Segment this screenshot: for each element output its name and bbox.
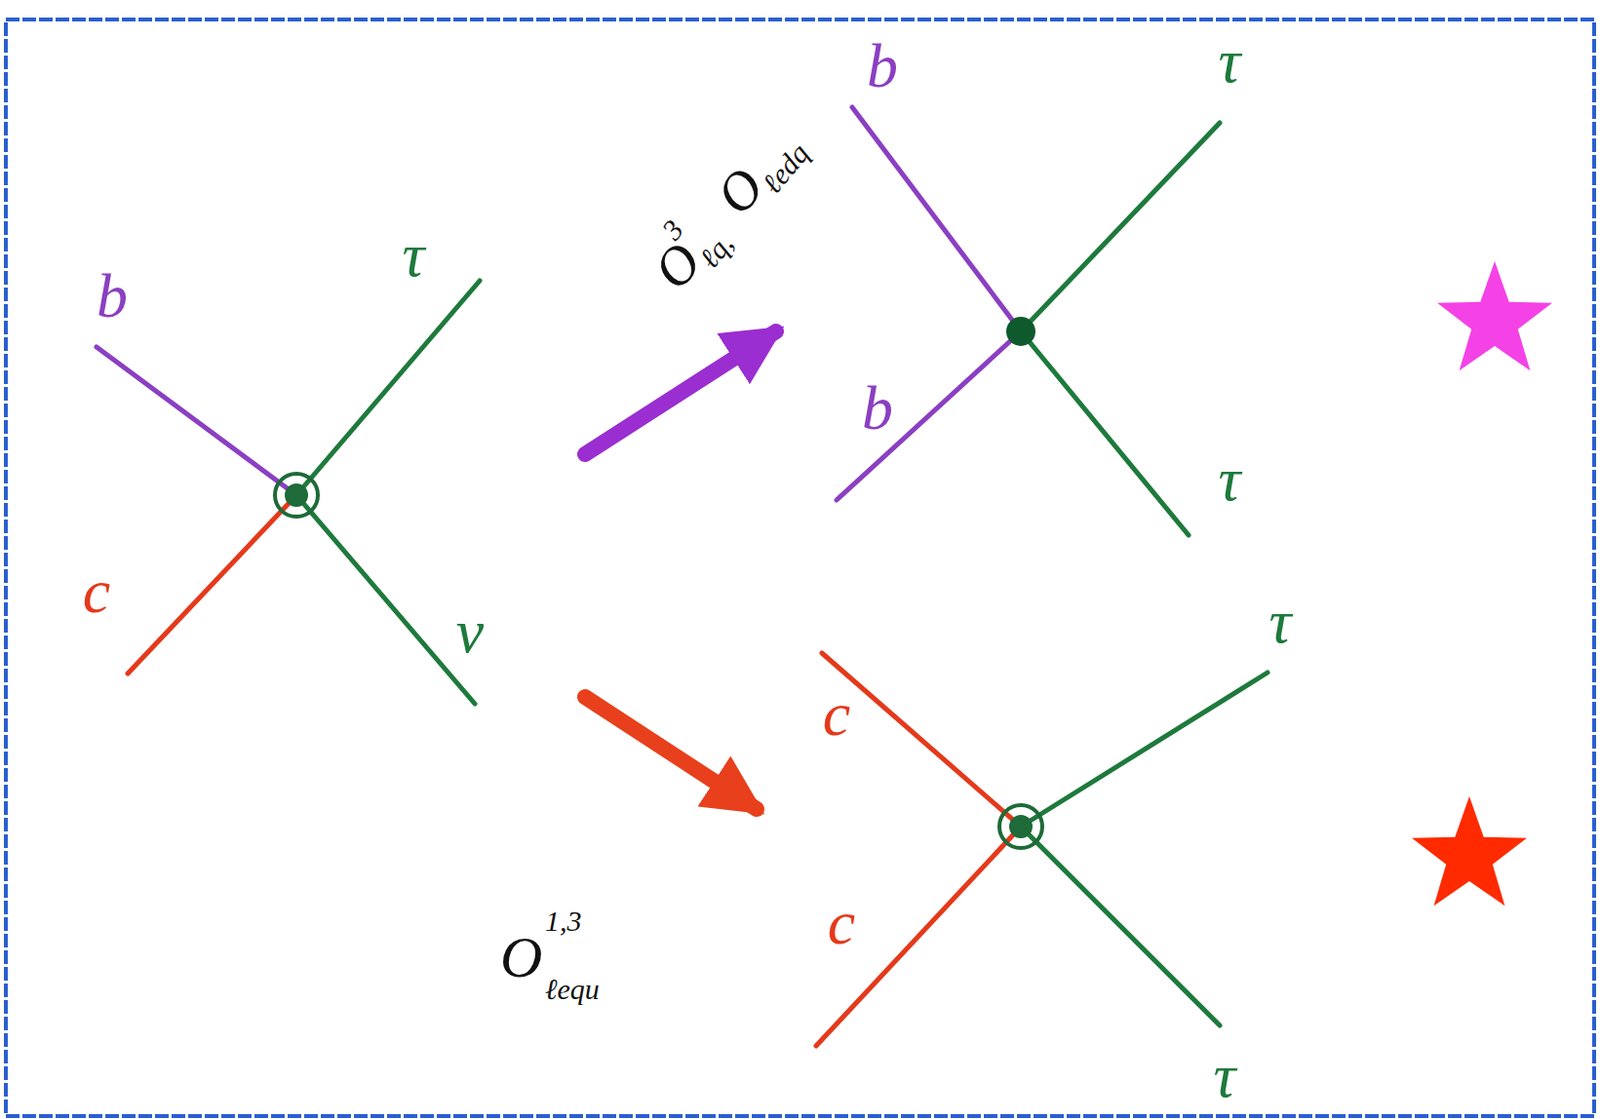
vertex-dot	[1009, 815, 1033, 839]
vertex-dot	[284, 483, 309, 508]
particle-label: τ	[1269, 590, 1292, 654]
particle-label: c	[827, 892, 856, 955]
lepton-line	[296, 280, 480, 496]
vertex-lines	[96, 107, 1268, 1047]
quark-line	[96, 347, 297, 496]
operator-text: O	[500, 928, 543, 987]
operator-text: ℓequ	[545, 975, 600, 1005]
quark-line	[852, 107, 1021, 332]
frame-border	[5, 19, 1595, 1117]
particle-label: c	[822, 683, 851, 746]
quark-line	[821, 653, 1021, 827]
lepton-line	[1020, 122, 1220, 332]
star-marker	[1437, 261, 1553, 371]
particle-label: τ	[1218, 448, 1242, 511]
vertex-ring	[274, 473, 318, 517]
vertex-dots	[274, 316, 1043, 849]
vertex-ring	[999, 805, 1043, 849]
vertex-dot	[1006, 316, 1036, 347]
particle-label: τ	[1213, 1045, 1237, 1108]
particle-label: b	[866, 35, 898, 98]
vertex-diagram: c c τ τ	[760, 585, 1317, 1112]
particle-label: b	[861, 377, 894, 440]
operator-text: O	[705, 157, 774, 224]
particle-label: τ	[1218, 30, 1242, 93]
particle-label: ν	[456, 600, 484, 664]
vertex-diagram: b τ c ν	[58, 195, 586, 712]
lepton-line	[1020, 331, 1189, 536]
particle-label: τ	[402, 224, 426, 287]
lepton-line	[1020, 826, 1220, 1026]
quark-line	[816, 826, 1021, 1047]
quark-line	[836, 331, 1021, 501]
lepton-line	[1020, 672, 1268, 827]
quark-line	[127, 495, 297, 674]
particle-label: c	[82, 560, 111, 624]
lepton-line	[296, 495, 475, 704]
operator-arrow	[585, 331, 777, 455]
vertex-diagram: b b τ τ	[780, 24, 1258, 547]
star-marker	[1411, 796, 1527, 906]
operator-text: 1,3	[545, 906, 583, 937]
operator-arrow	[585, 697, 757, 810]
particle-label: b	[96, 265, 128, 328]
